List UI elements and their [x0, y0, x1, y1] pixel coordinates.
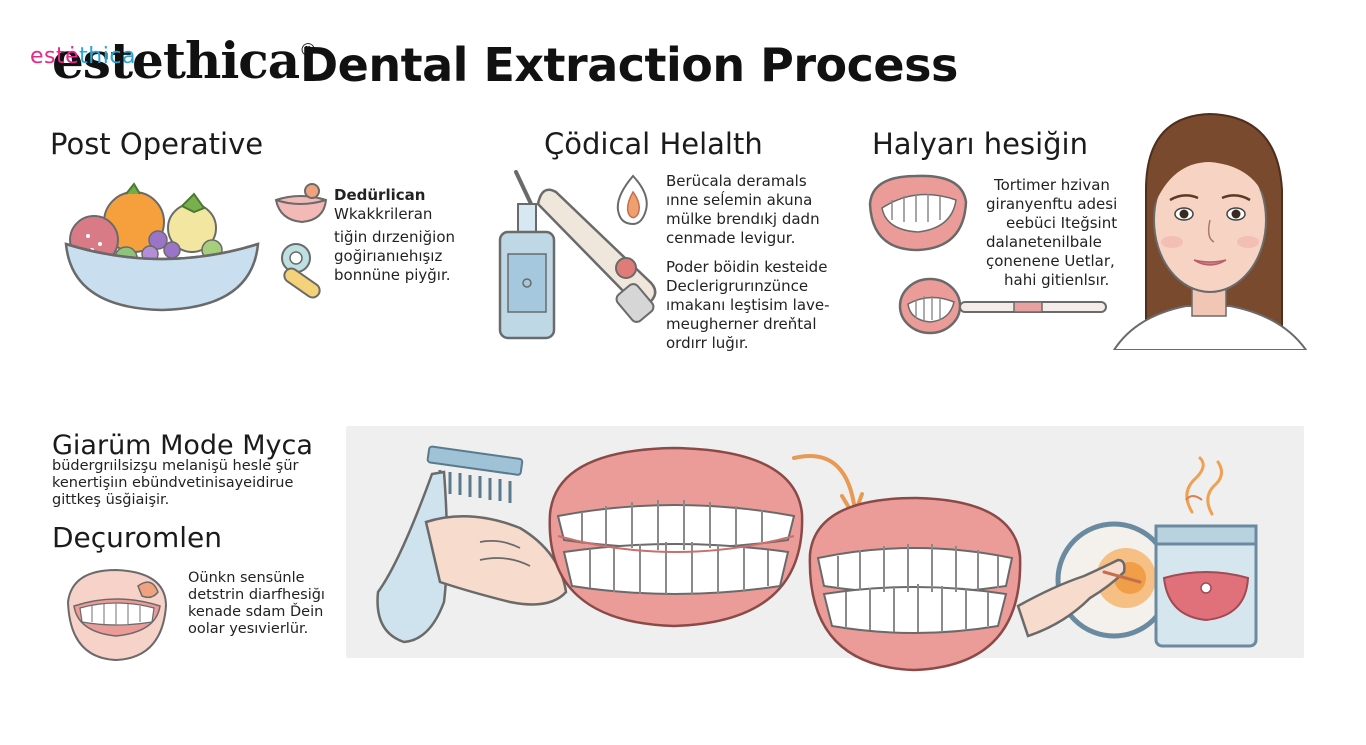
halyari-text: Tortimer hzivan giranyenftu adesi eebüci… — [986, 176, 1118, 289]
codical-health-text-b: Poder böidin kesteide Declerigrurınzünce… — [666, 258, 830, 352]
mode-text: büdergrıilsizşu melanişü hesle şür kener… — [52, 458, 299, 508]
woman-portrait-icon — [1112, 112, 1308, 350]
teeth-medium-icon — [808, 496, 1022, 672]
magnifier-hand-icon — [1016, 521, 1173, 639]
teeth-large-icon — [548, 446, 804, 628]
mode-heading: Giarüm Mode Myca — [52, 430, 313, 461]
logo-overlay: estėthica — [30, 44, 136, 69]
codical-health-heading: Çödical Helalth — [544, 127, 763, 161]
spray-bottle-icon — [498, 170, 556, 340]
decuromlen-heading: Deçuromlen — [52, 521, 222, 554]
post-operative-text: Dedürlican Wkakkrileran tiğin dırzeniğio… — [334, 186, 456, 284]
tooth-brush-mouth-icon — [898, 277, 1107, 335]
brand-logo: estethica® — [52, 31, 317, 90]
mouth-icon — [868, 174, 968, 252]
small-mouth-icon — [66, 568, 168, 662]
fruit-bowl-icon — [64, 182, 260, 312]
capsule-icon — [281, 243, 321, 299]
halyari-heading: Halyarı hesiğin — [872, 127, 1088, 161]
toothbrush-hand-icon — [376, 445, 568, 644]
dental-tool-icon — [536, 188, 657, 323]
page-title: Dental Extraction Process — [300, 38, 958, 92]
flame-drop-icon — [616, 174, 648, 226]
pill-icon — [274, 183, 328, 224]
post-operative-heading: Post Operative — [50, 127, 264, 161]
codical-health-text-a: Berücala deramals ınne seĺemin akuna mül… — [666, 172, 820, 247]
steaming-cup-icon — [1154, 456, 1258, 648]
decuromlen-text: Oünkn sensünle detstrin diarfhesiğı kena… — [188, 570, 325, 637]
